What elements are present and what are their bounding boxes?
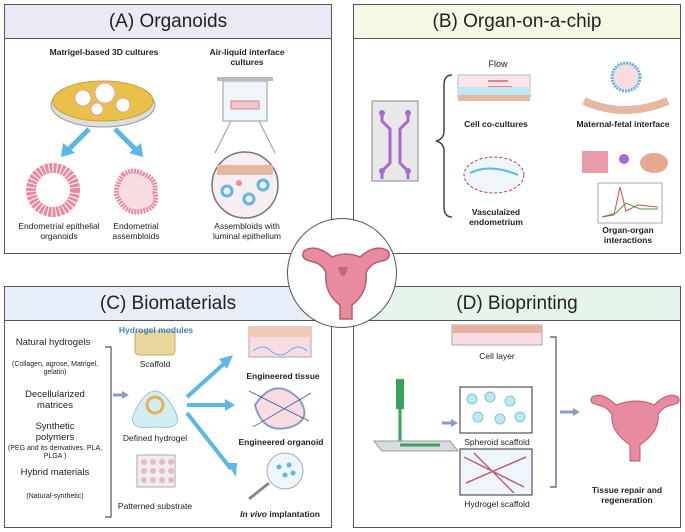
organ-chip-illustration — [371, 61, 670, 224]
cell-layer-label: Cell layer — [479, 351, 515, 361]
natural-label: Natural hydrogels — [15, 337, 91, 348]
natural-sub: (Collagen, agrose, Matrigel, gelatin) — [12, 361, 98, 377]
assembloids-label: Endometrial assembloids — [112, 221, 160, 242]
synthetic-sub: (PEG and its derivatives. PLA, PLGA ) — [7, 445, 103, 461]
luminal-label: Assembloids with luminal epithelium — [212, 221, 282, 242]
organ-label: Organ-organ interactions — [602, 225, 654, 246]
modules-label: Hydrogel modules — [118, 325, 194, 335]
eng-tissue-label: Engineered tissue — [246, 371, 320, 381]
matrigel-label: Matrigel-based 3D cultures — [49, 47, 159, 57]
uterus-icon — [302, 247, 390, 320]
hybrid-sub: (Natural-synthetic) — [26, 493, 84, 500]
panel-organoids: (A) Organoids Matrigel-based 3D cultures… — [4, 4, 332, 254]
invivo-label: In vivo — [240, 509, 268, 519]
hydrogel-label: Hydrogel scaffold — [464, 499, 530, 509]
center-circle — [287, 218, 397, 328]
panel-c-header: (C) Biomaterials — [5, 287, 331, 321]
repair-label: Tissue repair and regeneration — [591, 485, 663, 506]
decell-label: Decellularized matrices — [25, 389, 85, 412]
panel-d-header: (D) Bioprinting — [354, 287, 680, 321]
panel-c-title: (C) Biomaterials — [99, 293, 237, 314]
panel-a-title: (A) Organoids — [108, 11, 228, 32]
panel-d-title: (D) Bioprinting — [456, 293, 578, 314]
patterned-label: Patterned substrate — [117, 501, 193, 511]
defined-label: Defined hydrogel — [122, 433, 188, 443]
flow-label: Flow — [488, 59, 508, 69]
panel-organ-on-chip: (B) Organ-on-a-chip Flow Cell co-culture… — [353, 4, 681, 254]
implant-text: In vivo implantation — [227, 509, 333, 519]
synthetic-label: Synthetic polymers — [35, 421, 75, 444]
panel-bioprinting: (D) Bioprinting Cell layer Spheroid scaf… — [353, 286, 681, 528]
airliquid-label: Air-liquid interface cultures — [209, 47, 285, 68]
spheroid-label: Spheroid scaffold — [464, 437, 530, 447]
epithelial-label: Endometrial epithelial organoids — [18, 221, 100, 242]
scaffold-label: Scaffold — [139, 359, 171, 369]
panel-biomaterials: (C) Biomaterials Natural hydrogels (Coll… — [4, 286, 332, 528]
panel-a-header: (A) Organoids — [5, 5, 331, 39]
maternal-label: Maternal-fetal interface — [576, 119, 670, 129]
bioprinting-illustration — [372, 324, 680, 496]
biomaterials-illustration — [105, 326, 312, 518]
panel-b-header: (B) Organ-on-a-chip — [354, 5, 680, 39]
eng-organoid-label: Engineered organoid — [238, 437, 324, 447]
panel-b-title: (B) Organ-on-a-chip — [432, 11, 602, 32]
organoids-illustration — [26, 77, 279, 219]
hybrid-label: Hybrid materials — [20, 467, 90, 478]
vascular-label: Vasculaized endometrium — [469, 207, 523, 228]
implant-label: implantation — [267, 509, 320, 519]
coculture-label: Cell co-cultures — [464, 119, 528, 129]
